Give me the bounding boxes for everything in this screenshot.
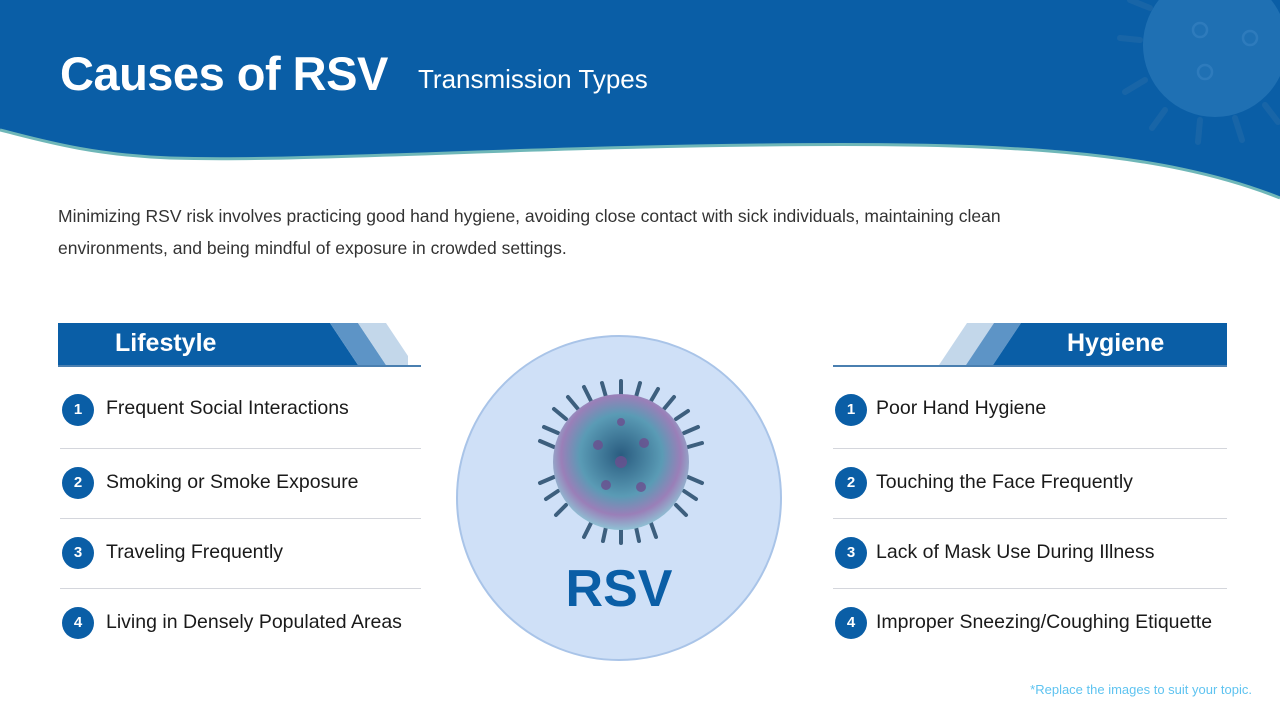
item-text: Smoking or Smoke Exposure	[106, 471, 359, 493]
item-text: Poor Hand Hygiene	[876, 397, 1047, 419]
hygiene-section-header: Hygiene	[833, 323, 1227, 367]
number-badge: 1	[835, 394, 867, 426]
stripe-decoration-icon	[268, 323, 408, 365]
virus-decoration-icon	[1117, 0, 1280, 145]
footer-note: *Replace the images to suit your topic.	[1030, 682, 1252, 697]
list-item: 4 Improper Sneezing/Coughing Etiquette	[833, 589, 1227, 658]
intro-text: Minimizing RSV risk involves practicing …	[58, 206, 1001, 258]
number-badge: 3	[62, 537, 94, 569]
item-text: Living in Densely Populated Areas	[106, 611, 402, 633]
lifestyle-section-header: Lifestyle	[58, 323, 421, 367]
item-text: Improper Sneezing/Coughing Etiquette	[876, 611, 1213, 633]
lifestyle-list: 1 Frequent Social Interactions 2 Smoking…	[60, 368, 421, 658]
list-item: 2 Touching the Face Frequently	[833, 449, 1227, 519]
number-badge: 1	[62, 394, 94, 426]
number-badge: 2	[835, 467, 867, 499]
list-item: 4 Living in Densely Populated Areas	[60, 589, 421, 658]
list-item: 3 Traveling Frequently	[60, 519, 421, 589]
number-badge: 4	[62, 607, 94, 639]
number-badge: 3	[835, 537, 867, 569]
page-title: Causes of RSV	[60, 47, 388, 100]
hygiene-label: Hygiene	[1067, 329, 1165, 357]
number-badge: 2	[62, 467, 94, 499]
stripe-decoration-icon	[939, 323, 1029, 365]
list-item: 2 Smoking or Smoke Exposure	[60, 449, 421, 519]
item-text: Lack of Mask Use During Illness	[876, 541, 1155, 563]
lifestyle-label: Lifestyle	[115, 329, 217, 357]
item-text: Touching the Face Frequently	[876, 471, 1133, 493]
virus-icon	[538, 379, 704, 545]
center-circle: RSV	[456, 335, 782, 661]
item-text: Frequent Social Interactions	[106, 397, 349, 419]
page-subtitle: Transmission Types	[418, 64, 648, 94]
item-text: Traveling Frequently	[106, 541, 284, 563]
list-item: 1 Poor Hand Hygiene	[833, 368, 1227, 449]
hygiene-list: 1 Poor Hand Hygiene 2 Touching the Face …	[833, 368, 1227, 658]
list-item: 3 Lack of Mask Use During Illness	[833, 519, 1227, 589]
header-banner	[0, 0, 1280, 200]
center-label: RSV	[565, 560, 673, 618]
list-item: 1 Frequent Social Interactions	[60, 368, 421, 449]
number-badge: 4	[835, 607, 867, 639]
